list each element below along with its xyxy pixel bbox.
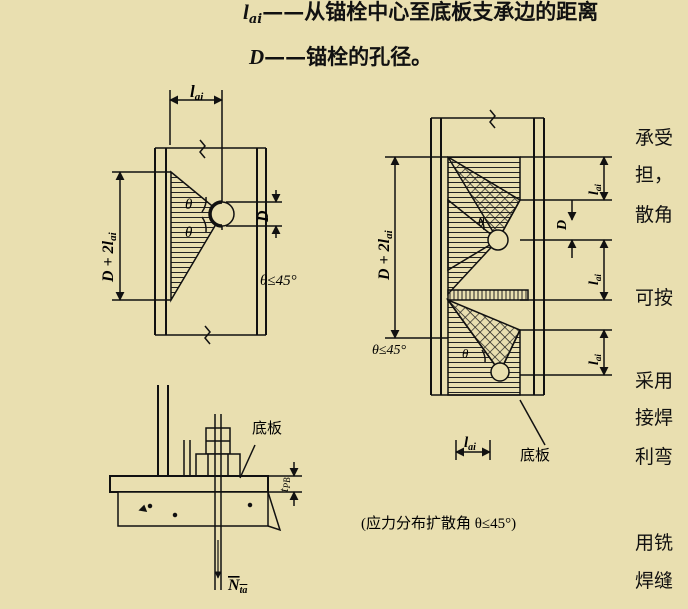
fl-angle-2: θ	[185, 225, 193, 241]
text-fragment: 担，	[635, 164, 674, 186]
definition-lai: lai——从锚栓中心至底板支承边的距离	[243, 0, 598, 27]
flb-label-plate: 底板	[252, 419, 282, 437]
fl-angle-1: θ	[185, 197, 193, 213]
fr-label-plate: 底板	[520, 446, 550, 464]
fl-label-width: lai	[190, 82, 204, 103]
fig-left-top	[112, 90, 282, 345]
fr-label-l3: lai	[587, 354, 603, 365]
dash: ——	[262, 0, 305, 24]
fr-label-bottom: lai	[464, 435, 476, 453]
definition-text: 从锚栓中心至底板支承边的距离	[304, 0, 599, 24]
text-fragment: 焊缝	[635, 570, 674, 592]
text-fragment: 承受	[635, 127, 674, 149]
symbol-sub: ai	[248, 12, 263, 27]
fig-left-bottom	[109, 385, 302, 590]
fl-label-height: D + 2lai	[100, 231, 119, 283]
fl-label-d: D	[255, 210, 272, 223]
text-fragment: 可按	[635, 287, 674, 309]
dash: ——	[264, 44, 307, 69]
text-fragment: 接焊	[635, 407, 674, 429]
fig-right	[385, 109, 612, 460]
definition-text: 锚栓的孔径。	[306, 44, 433, 69]
fr-caption: (应力分布扩散角 θ≤45°)	[361, 514, 516, 532]
fr-angle-1: θ	[478, 214, 485, 229]
text-fragment: 利弯	[635, 446, 674, 468]
fl-angle-cond: θ≤45°	[260, 273, 297, 289]
fr-label-l1: lai	[587, 184, 603, 195]
text-fragment: 采用	[635, 370, 674, 392]
text-fragment: 散角	[635, 204, 674, 226]
symbol-l: l	[243, 0, 249, 24]
flb-label-force: Nta	[227, 577, 247, 596]
fr-label-l2: lai	[587, 274, 603, 285]
symbol-d: D	[249, 45, 265, 69]
flb-label-thickness: tPB	[276, 477, 292, 492]
fr-angle-cond: θ≤45°	[372, 343, 407, 358]
fr-label-height: D + 2lai	[376, 229, 395, 281]
definition-d: D——锚栓的孔径。	[249, 41, 432, 71]
text-fragment: 用铣	[635, 532, 674, 554]
fr-angle-2: θ	[462, 346, 469, 361]
fr-label-d: D	[555, 220, 570, 231]
